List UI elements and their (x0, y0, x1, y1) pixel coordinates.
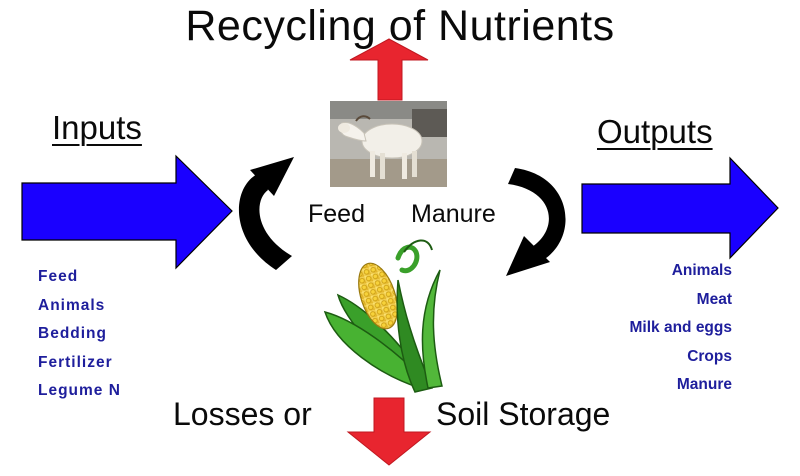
list-item: Milk and eggs (629, 319, 733, 336)
feed-label: Feed (308, 200, 365, 228)
inputs-list: Feed Animals Bedding Fertilizer Legume N (38, 263, 121, 406)
inputs-flow-arrow (21, 154, 233, 270)
list-item: Animals (671, 262, 732, 279)
up-arrow (349, 38, 429, 101)
soil-storage-label: Soil Storage (436, 396, 611, 432)
diagram-title: Recycling of Nutrients (185, 2, 615, 50)
sheep-photo (330, 101, 447, 187)
manure-label: Manure (411, 200, 496, 228)
list-item: Manure (676, 376, 732, 393)
outputs-list: Animals Meat Milk and eggs Crops Manure (560, 257, 733, 400)
sheep-icon (330, 101, 447, 187)
list-item: Crops (687, 347, 732, 365)
down-arrow (346, 397, 432, 466)
list-item: Animals (38, 296, 106, 314)
left-cycle-arrow (238, 157, 294, 270)
inputs-heading: Inputs (52, 109, 142, 146)
outputs-flow-arrow (581, 156, 779, 260)
list-item: Fertilizer (38, 353, 113, 371)
list-item: Bedding (38, 325, 107, 342)
losses-label: Losses or (173, 396, 312, 432)
outputs-heading: Outputs (597, 113, 713, 150)
list-item: Legume N (38, 382, 121, 399)
right-cycle-arrow (506, 168, 566, 276)
list-item: Meat (696, 290, 732, 308)
corn-cob-icon (323, 239, 443, 393)
list-item: Feed (38, 268, 79, 285)
